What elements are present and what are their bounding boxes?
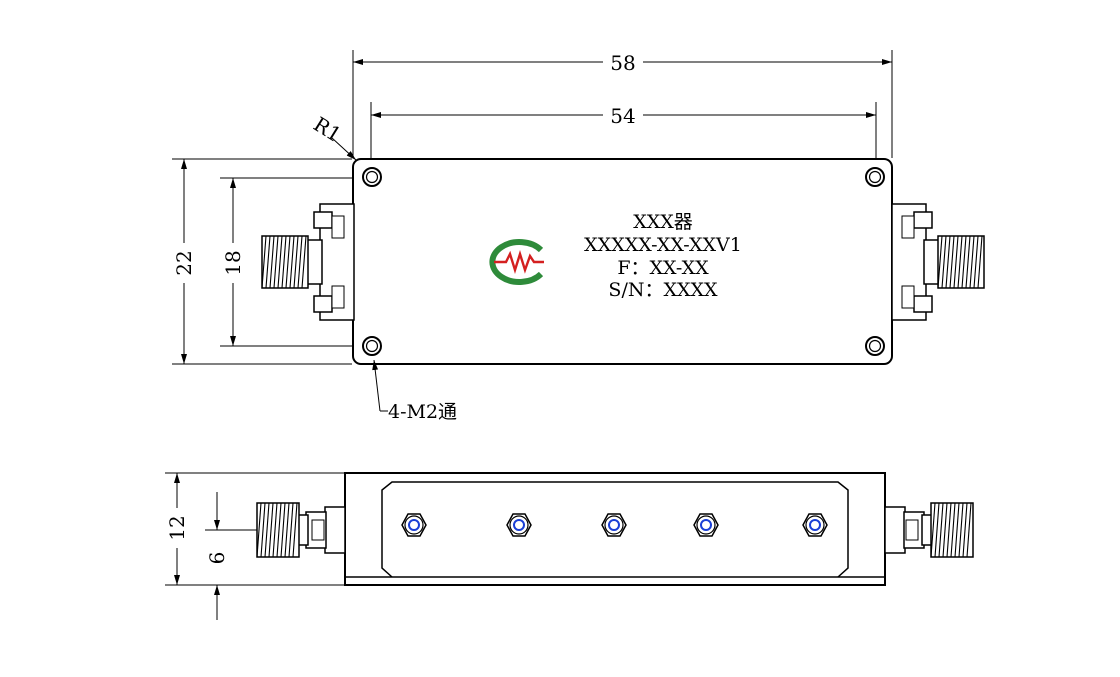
sma-connector-right-icon (891, 203, 985, 321)
tuning-screws (401, 513, 828, 537)
top-view: 58 54 22 18 R1 (172, 50, 985, 423)
side-view: 12 6 (165, 472, 974, 620)
holes-leader (372, 359, 381, 412)
dim-height-holes: 18 (221, 250, 245, 275)
hole-bottom-left-icon (362, 336, 382, 356)
product-model: XXXXX-XX-XXV1 (584, 234, 742, 256)
hole-top-left-icon (362, 167, 382, 187)
mounting-holes (362, 167, 885, 356)
holes-note: 4-M2通 (388, 401, 457, 423)
radius-leader (331, 137, 357, 161)
tuning-screw-1-icon (401, 513, 427, 537)
sma-connector-left-icon (261, 203, 355, 321)
tuning-screw-3-icon (601, 513, 627, 537)
company-logo-icon (489, 239, 544, 285)
dim-side-height: 12 (165, 515, 189, 540)
product-name: XXX器 (633, 211, 693, 233)
dim-corner-radius: R1 (309, 112, 345, 147)
dim-width-holes: 54 (610, 104, 635, 128)
hole-bottom-right-icon (865, 336, 885, 356)
dim-width-outer: 58 (610, 51, 635, 75)
side-connector-right-icon (884, 502, 974, 558)
tuning-panel (381, 481, 849, 578)
hole-top-right-icon (865, 167, 885, 187)
tuning-screw-4-icon (693, 513, 719, 537)
product-frequency: F：XX-XX (617, 257, 709, 279)
dim-height-outer: 22 (172, 250, 196, 275)
product-serial: S/N：XXXX (608, 279, 718, 301)
side-connector-left-icon (256, 502, 346, 558)
tuning-screw-2-icon (506, 513, 532, 537)
dim-connector-center: 6 (205, 552, 229, 565)
tuning-screw-5-icon (802, 513, 828, 537)
